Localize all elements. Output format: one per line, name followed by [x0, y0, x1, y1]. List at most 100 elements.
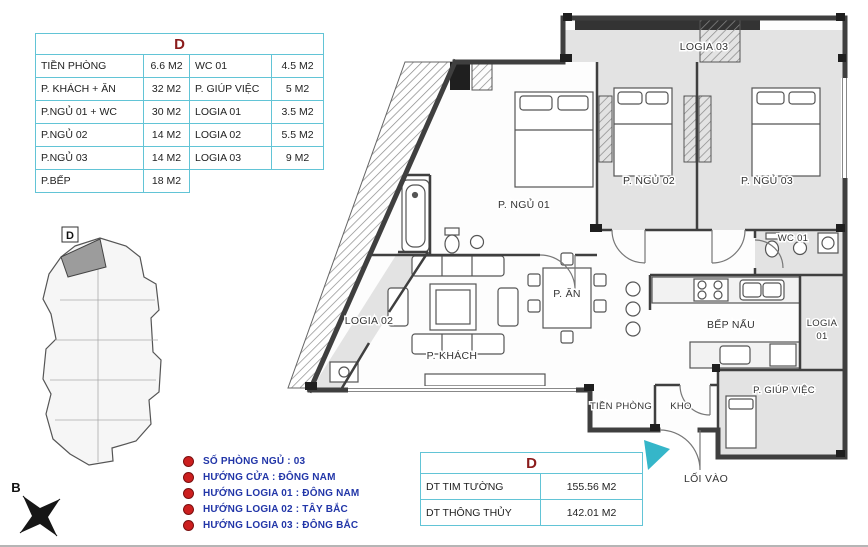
shaft-hatch [699, 19, 741, 63]
room-logia-02 [312, 252, 428, 388]
room-label-bep: BẾP NẤU [707, 318, 755, 331]
columns [305, 13, 846, 457]
legend-bullet-icon [183, 520, 194, 531]
bed-ngu01-icon [514, 91, 594, 188]
legend-item: HƯỚNG LOGIA 03 : ĐÔNG BẮC [183, 520, 359, 531]
tv-console-icon [424, 373, 546, 387]
entry-door-arc [659, 429, 701, 471]
building-inner-lines [50, 242, 158, 462]
basin-ensuite-icon [469, 234, 485, 250]
cell: 3.5 M2 [271, 100, 324, 124]
cell: 4.5 M2 [271, 54, 324, 78]
toilet-wc01-icon [764, 232, 780, 258]
bed-ngu03-icon [751, 87, 821, 177]
windows [348, 78, 849, 394]
cell: 6.6 M2 [143, 54, 190, 78]
ngu03-door-arc [711, 229, 746, 264]
compass-rose: B [11, 480, 61, 537]
bed-ngu02-icon [613, 87, 673, 177]
ngu01-door-arc [539, 254, 576, 291]
room-label-logia-01-line1: LOGIA [807, 318, 838, 329]
elevator-core [450, 62, 470, 90]
hall-circles-icon [625, 281, 641, 337]
room-label-ngu-01: P. NGỦ 01 [498, 198, 550, 211]
cell: DT TIM TƯỜNG [420, 473, 541, 500]
legend-bullet-icon [183, 472, 194, 483]
cell: P.NGỦ 01 + WC [35, 100, 144, 124]
washer-icon [817, 232, 839, 254]
key-plan: D [42, 226, 162, 466]
unit-d-tag-label: D [66, 230, 74, 242]
compass-north-label: B [11, 480, 20, 495]
cell: WC 01 [189, 54, 272, 78]
cell-blank [190, 170, 272, 193]
room-label-an: P. ĂN [553, 287, 581, 300]
ngu02-door-arc [611, 229, 646, 264]
legend-text: HƯỚNG LOGIA 03 : ĐÔNG BẮC [203, 520, 359, 531]
bed-giupviec-icon [725, 395, 757, 449]
cell-blank [272, 170, 324, 193]
legend-item: HƯỚNG LOGIA 02 : TÂY BẮC [183, 504, 359, 515]
duct-hatch [471, 61, 493, 91]
entry-arrow-icon [644, 440, 670, 470]
unit-d-highlight [60, 238, 107, 278]
cell: P.NGỦ 03 [35, 146, 144, 170]
cell: 32 M2 [143, 77, 190, 101]
kho-door-arc [679, 384, 711, 416]
building-outline [42, 237, 162, 466]
cell: 9 M2 [271, 146, 324, 170]
area-table-title: D [35, 33, 324, 55]
table-row: DT TIM TƯỜNG 155.56 M2 [420, 473, 643, 500]
bathtub-icon [401, 179, 430, 253]
room-label-ngu-02: P. NGỦ 02 [623, 174, 675, 187]
page-bottom-divider [0, 545, 868, 547]
room-label-giup-viec: P. GIÚP VIỆC [753, 385, 815, 396]
room-labels: LOGIA 03 P. NGỦ 01 P. NGỦ 02 P. NGỦ 03 W… [343, 40, 839, 487]
legend-text: HƯỚNG LOGIA 01 : ĐÔNG NAM [203, 488, 360, 499]
cell: 30 M2 [143, 100, 190, 124]
room-label-logia-03: LOGIA 03 [680, 41, 729, 53]
entry-label: LỐI VÀO [684, 471, 728, 485]
cell: LOGIA 03 [189, 146, 272, 170]
legend-text: HƯỚNG CỬA : ĐÔNG NAM [203, 472, 336, 483]
kitchen-counter-icon [651, 276, 801, 369]
legend-bullet-icon [183, 504, 194, 515]
room-label-logia-01-line2: 01 [816, 331, 827, 342]
dim-table-title: D [420, 452, 643, 474]
legend-item: HƯỚNG CỬA : ĐÔNG NAM [183, 472, 359, 483]
door-arcs [539, 229, 784, 471]
cell: 14 M2 [143, 146, 190, 170]
dimension-table: D DT TIM TƯỜNG 155.56 M2 DT THÔNG THỦY 1… [420, 452, 643, 526]
table-row: DT THÔNG THỦY 142.01 M2 [420, 499, 643, 526]
cell: P. GIÚP VIỆC [189, 77, 272, 101]
wardrobe-ngu03 [698, 95, 712, 163]
legend-text: SỐ PHÒNG NGỦ : 03 [203, 456, 306, 467]
dining-table-icon [527, 252, 607, 344]
cell: 14 M2 [143, 123, 190, 147]
cell: 142.01 M2 [540, 499, 643, 526]
legend-bullet-icon [183, 488, 194, 499]
cell: 5.5 M2 [271, 123, 324, 147]
wc01-door-arc [754, 239, 784, 269]
wardrobe-ngu02-left [598, 95, 613, 163]
legend-item: HƯỚNG LOGIA 01 : ĐÔNG NAM [183, 488, 359, 499]
cell: LOGIA 02 [189, 123, 272, 147]
cell: 5 M2 [271, 77, 324, 101]
legend-text: HƯỚNG LOGIA 02 : TÂY BẮC [203, 504, 348, 515]
room-label-tien-phong: TIỀN PHÒNG [590, 401, 652, 412]
room-label-logia-02: LOGIA 02 [345, 315, 394, 327]
cell: P. KHÁCH + ĂN [35, 77, 144, 101]
cell: LOGIA 01 [189, 100, 272, 124]
furniture [329, 87, 839, 449]
toilet-ensuite-icon [444, 227, 460, 254]
room-label-ngu-03: P. NGỦ 03 [741, 174, 793, 187]
